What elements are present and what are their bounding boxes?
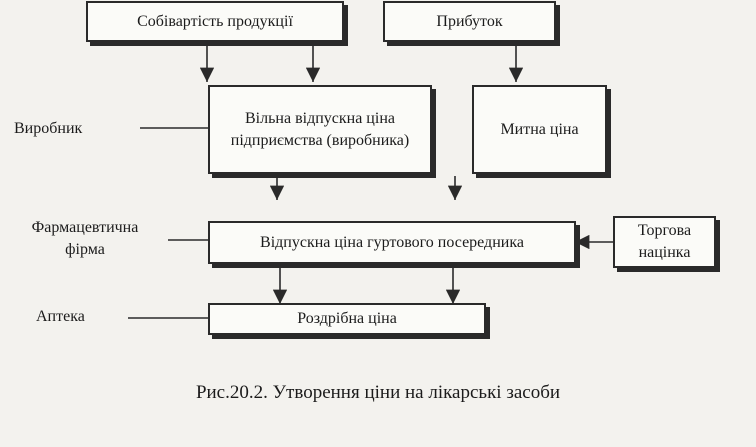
figure-caption: Рис.20.2. Утворення ціни на лікарські за… xyxy=(195,382,561,403)
cost-of-production-box: Собівартість продукції xyxy=(86,1,344,42)
pharmacy-label: Аптека xyxy=(36,308,85,325)
wholesale-intermediary-price-box: Відпускна ціна гуртового посередника xyxy=(208,221,576,264)
manufacturer-label: Виробник xyxy=(14,120,83,137)
free-wholesale-price-box: Вільна відпускна ціна підприємства (виро… xyxy=(208,85,432,174)
profit-box: Прибуток xyxy=(383,1,556,42)
retail-price-box: Роздрібна ціна xyxy=(208,303,486,335)
pharma-firm-label: Фармацевтична фірма xyxy=(31,219,139,258)
trade-markup-box: Торгова націнка xyxy=(613,216,716,268)
customs-price-box: Митна ціна xyxy=(472,85,607,174)
